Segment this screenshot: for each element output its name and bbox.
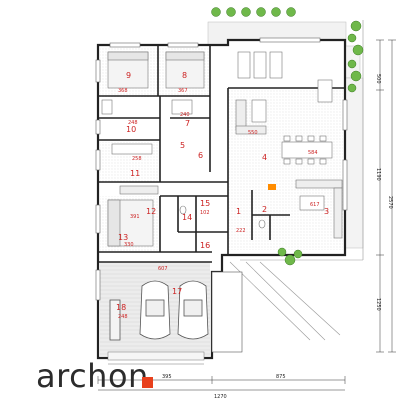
room-11-number: 11 [130, 169, 140, 178]
room-17-area: 607 [158, 266, 168, 272]
room-5-area: 550 [248, 130, 258, 136]
room-4-area: 584 [308, 150, 318, 156]
room-8-area: 367 [178, 88, 188, 94]
room-12-area: 391 [130, 214, 140, 220]
dim-bottom-a: 395 [162, 374, 172, 380]
room-3-number: 3 [324, 207, 329, 216]
room-7-area: 240 [180, 112, 190, 118]
room-9-area: 368 [118, 88, 128, 94]
room-6-number: 6 [198, 151, 203, 160]
room-5-number: 5 [180, 141, 185, 150]
room-8-number: 8 [182, 71, 187, 80]
room-9-number: 9 [126, 71, 131, 80]
logo-square-icon [142, 377, 153, 388]
room-10-area: 248 [128, 120, 138, 126]
bicycle [109, 299, 121, 341]
room-16-number: 16 [200, 241, 210, 250]
site-paths [229, 261, 341, 341]
dimension-lines [97, 39, 396, 391]
trees [211, 7, 364, 266]
room-17-number: 17 [172, 287, 182, 296]
dimension-labels: 500 1190 1250 2570 395 875 1270 [162, 74, 393, 400]
windows [95, 37, 348, 301]
room-1-number: 1 [236, 207, 241, 216]
dim-right-a: 500 [375, 74, 381, 84]
dim-right-b: 1190 [375, 168, 381, 181]
room-3-area: 617 [310, 202, 320, 208]
room-18-area: 248 [118, 314, 128, 320]
room-2-number: 2 [262, 205, 267, 214]
furniture [101, 51, 343, 247]
garage-cars [109, 280, 209, 341]
dim-right-c: 1250 [375, 298, 381, 311]
room-13-area: 330 [124, 242, 134, 248]
room-10-number: 10 [126, 125, 136, 134]
room-1-area: 222 [236, 228, 246, 234]
room-15-number: 15 [200, 199, 210, 208]
room-11-area: 258 [132, 156, 142, 162]
dim-bottom-total: 1270 [214, 394, 227, 400]
fireplace [268, 184, 276, 190]
entrance-gate [107, 351, 205, 365]
archon-logo: archon [36, 357, 149, 395]
room-12-number: 12 [146, 207, 156, 216]
room-labels: 9 368 8 367 7 240 10 248 5 550 6 4 584 1… [116, 71, 329, 320]
room-18-number: 18 [116, 303, 126, 312]
room-4-number: 4 [262, 153, 267, 162]
room-7-number: 7 [185, 119, 190, 128]
dim-bottom-b: 875 [276, 374, 286, 380]
room-13-number: 13 [118, 233, 128, 242]
room-14-number: 14 [182, 213, 192, 222]
room-15-area: 102 [200, 210, 210, 216]
dim-right-total: 2570 [387, 196, 393, 209]
